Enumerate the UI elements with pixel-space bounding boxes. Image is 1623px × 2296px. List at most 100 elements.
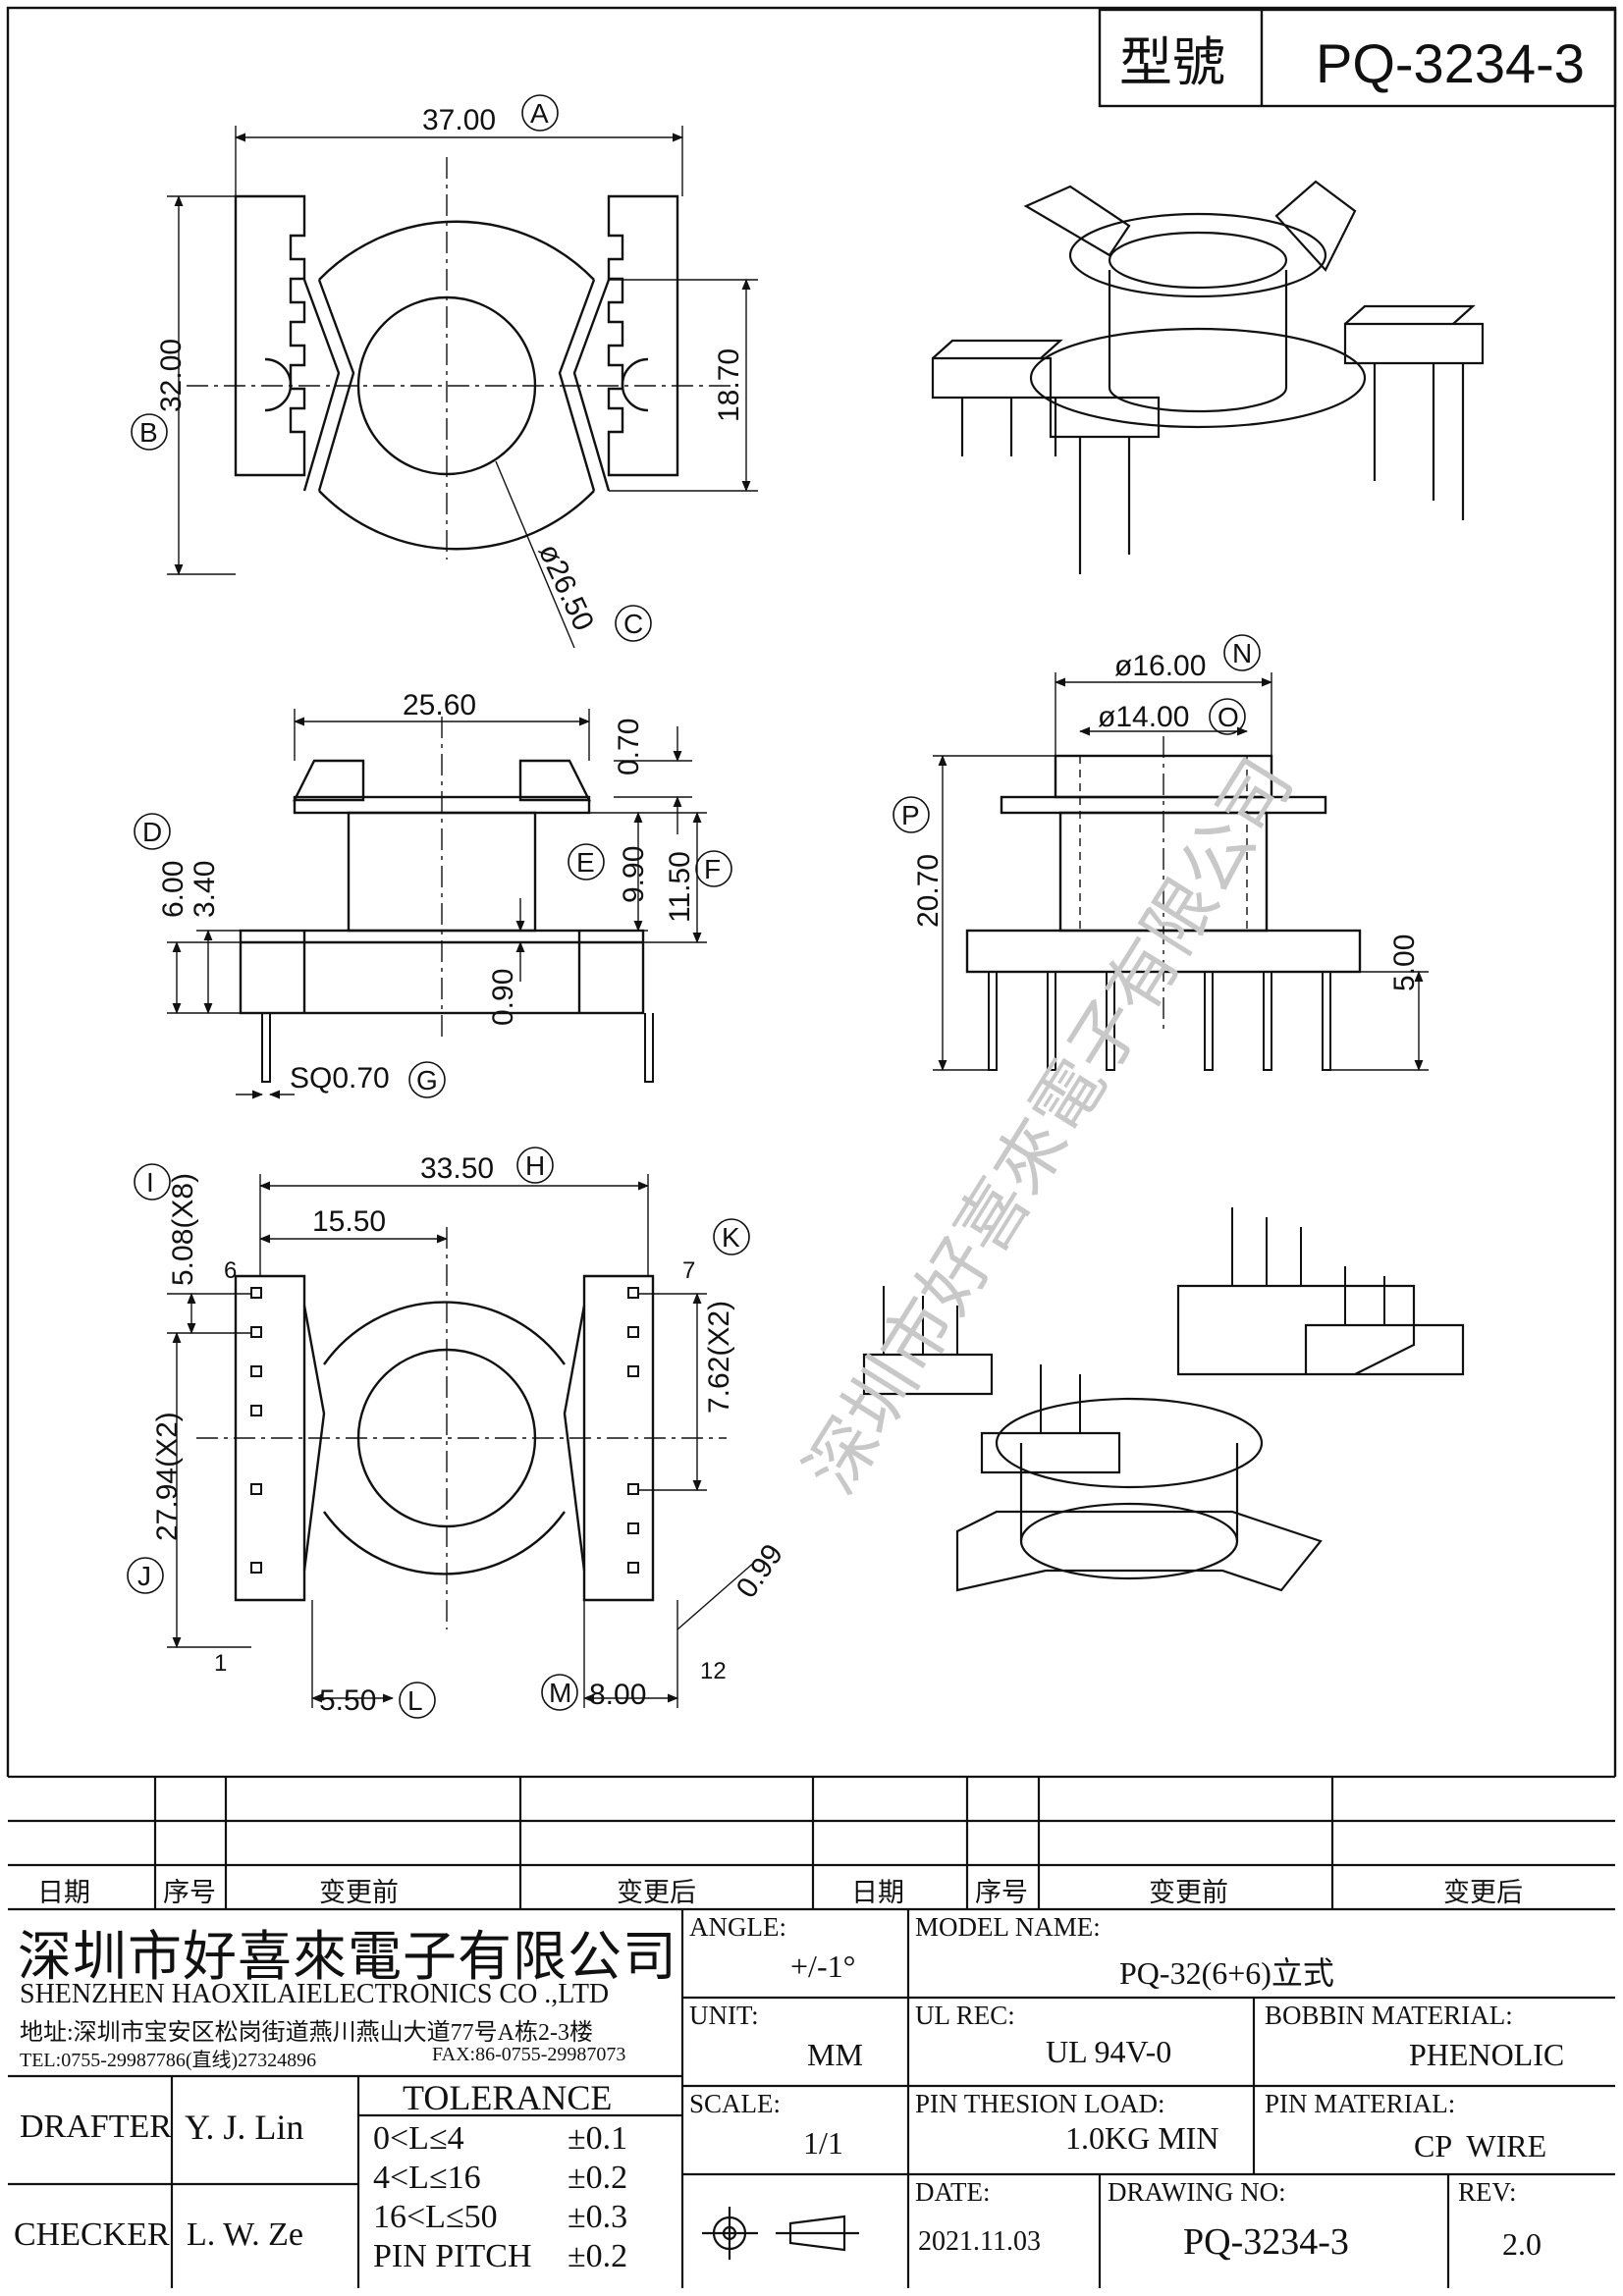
svg-text:O: O bbox=[1217, 702, 1239, 732]
callout-c: C bbox=[615, 605, 652, 642]
ul-label: UL REC: bbox=[915, 2001, 1015, 2030]
tolerance-range-3: 16<L≤50 bbox=[373, 2199, 498, 2235]
top-view-centerlines bbox=[187, 157, 736, 560]
company-name-cn: 深圳市好喜來電子有限公司 bbox=[18, 1927, 678, 1987]
callout-a: A bbox=[521, 94, 559, 132]
svg-text:J: J bbox=[137, 1561, 151, 1591]
tolerance-value-1: ±0.1 bbox=[568, 2120, 628, 2157]
svg-text:H: H bbox=[525, 1150, 545, 1181]
tolerance-range-2: 4<L≤16 bbox=[373, 2160, 481, 2196]
dim-h-value: 33.50 bbox=[420, 1152, 494, 1185]
svg-text:N: N bbox=[1232, 638, 1252, 668]
svg-text:D: D bbox=[142, 817, 162, 847]
callout-h: H bbox=[516, 1147, 554, 1184]
drafter-label: DRAFTER bbox=[20, 2109, 172, 2145]
svg-text:A: A bbox=[530, 98, 549, 129]
tolerance-value-2: ±0.2 bbox=[568, 2160, 628, 2196]
dim-340: 3.40 bbox=[189, 861, 221, 918]
pin-label-12: 12 bbox=[700, 1658, 727, 1684]
dim-070: 0.70 bbox=[613, 719, 645, 775]
callout-m: M bbox=[541, 1674, 578, 1711]
rev-header-before-2: 变更前 bbox=[1149, 1878, 1228, 1907]
bobbin-label: BOBBIN MATERIAL: bbox=[1265, 2001, 1513, 2030]
scale-value: 1/1 bbox=[803, 2125, 843, 2161]
dim-i-value: 5.08(X8) bbox=[167, 1173, 199, 1286]
tension-label: PIN THESION LOAD: bbox=[915, 2089, 1165, 2118]
watermark: 深圳市好喜來電子有限公司 bbox=[791, 746, 1308, 1507]
svg-text:P: P bbox=[901, 800, 920, 830]
tolerance-title: TOLERANCE bbox=[403, 2078, 613, 2117]
title-box bbox=[1098, 8, 1617, 108]
pin-material-value: CP WIRE bbox=[1414, 2128, 1547, 2163]
dim-b-value: 32.00 bbox=[155, 339, 188, 412]
company-address: 地址:深圳市宝安区松岗街道燕川燕山大道77号A栋2-3楼 bbox=[20, 2020, 593, 2046]
model-name-label: MODEL NAME: bbox=[915, 1912, 1101, 1942]
pin-label-7: 7 bbox=[682, 1257, 695, 1284]
tolerance-value-4: ±0.2 bbox=[568, 2238, 628, 2274]
dim-o-value: ø14.00 bbox=[1098, 701, 1189, 733]
rev-header-after-1: 变更后 bbox=[617, 1878, 696, 1907]
callout-f: F bbox=[695, 850, 732, 887]
dim-k-value: 7.62(X2) bbox=[703, 1301, 735, 1414]
rev-header-date-1: 日期 bbox=[37, 1878, 90, 1907]
rev-header-after-2: 变更后 bbox=[1443, 1878, 1523, 1907]
pin-material-label: PIN MATERIAL: bbox=[1265, 2089, 1456, 2118]
front-view bbox=[239, 759, 654, 1083]
svg-text:I: I bbox=[146, 1167, 154, 1198]
callout-d: D bbox=[134, 813, 171, 850]
dim-g-value: SQ0.70 bbox=[290, 1062, 390, 1095]
svg-text:F: F bbox=[704, 854, 721, 884]
dim-500: 5.00 bbox=[1388, 934, 1421, 991]
angle-label: ANGLE: bbox=[689, 1912, 786, 1942]
callout-j: J bbox=[127, 1557, 164, 1594]
drawing-no-value: PQ-3234-3 bbox=[1183, 2221, 1349, 2263]
tolerance-range-4: PIN PITCH bbox=[373, 2238, 532, 2274]
unit-value: MM bbox=[807, 2037, 863, 2072]
drafter-name: Y. J. Lin bbox=[185, 2108, 304, 2147]
pin-label-1: 1 bbox=[214, 1650, 227, 1677]
callout-i: I bbox=[134, 1163, 171, 1201]
rev-header-seq-2: 序号 bbox=[975, 1878, 1028, 1907]
company-tel: TEL:0755-29987786(直线)27324896 bbox=[20, 2050, 317, 2071]
callout-e: E bbox=[568, 843, 605, 881]
callout-b: B bbox=[131, 413, 168, 451]
date-value: 2021.11.03 bbox=[918, 2226, 1041, 2257]
dim-m-value: 8.00 bbox=[589, 1679, 646, 1711]
checker-label: CHECKER bbox=[14, 2216, 170, 2253]
rev-header-date-2: 日期 bbox=[851, 1878, 904, 1907]
svg-text:E: E bbox=[576, 847, 595, 878]
top-view bbox=[234, 194, 679, 551]
callout-g: G bbox=[408, 1061, 446, 1098]
tolerance-range-1: 0<L≤4 bbox=[373, 2120, 464, 2157]
callout-p: P bbox=[893, 796, 930, 833]
callout-o: O bbox=[1209, 698, 1246, 735]
svg-text:C: C bbox=[623, 609, 643, 639]
drawing-no-label: DRAWING NO: bbox=[1108, 2177, 1286, 2207]
dim-2560: 25.60 bbox=[403, 689, 476, 721]
dim-l-value: 5.50 bbox=[319, 1684, 376, 1717]
pin-label-6: 6 bbox=[224, 1257, 237, 1284]
company-fax: FAX:86-0755-29987073 bbox=[432, 2044, 626, 2065]
dim-090: 0.90 bbox=[487, 969, 519, 1026]
scale-label: SCALE: bbox=[689, 2089, 782, 2118]
tension-value: 1.0KG MIN bbox=[1065, 2120, 1219, 2156]
dim-a-value: 37.00 bbox=[422, 104, 496, 136]
ul-value: UL 94V-0 bbox=[1046, 2034, 1172, 2069]
svg-text:K: K bbox=[722, 1222, 740, 1253]
callout-n: N bbox=[1223, 634, 1261, 671]
rev-header-before-1: 变更前 bbox=[319, 1878, 399, 1907]
model-label: 型號 bbox=[1119, 33, 1225, 92]
company-name-en: SHENZHEN HAOXILAIELECTRONICS CO .,LTD bbox=[20, 1979, 610, 2009]
isometric-view-bottom bbox=[862, 1207, 1465, 1592]
rev-label: REV: bbox=[1458, 2177, 1517, 2207]
checker-name: L. W. Ze bbox=[187, 2216, 303, 2253]
dim-099: 0.99 bbox=[730, 1538, 790, 1604]
svg-text:L: L bbox=[407, 1685, 423, 1716]
dim-c-value: ø26.50 bbox=[532, 539, 600, 636]
technical-drawing: 深圳市好喜來電子有限公司 型號 PQ-3234-3 37.00 32.00 1 8… bbox=[6, 6, 1617, 1777]
dim-n-value: ø16.00 bbox=[1114, 650, 1206, 682]
model-value: PQ-3234-3 bbox=[1316, 32, 1585, 94]
dim-j-value: 27.94(X2) bbox=[151, 1412, 184, 1541]
angle-value: +/-1° bbox=[790, 1949, 856, 1984]
svg-text:M: M bbox=[549, 1678, 571, 1708]
